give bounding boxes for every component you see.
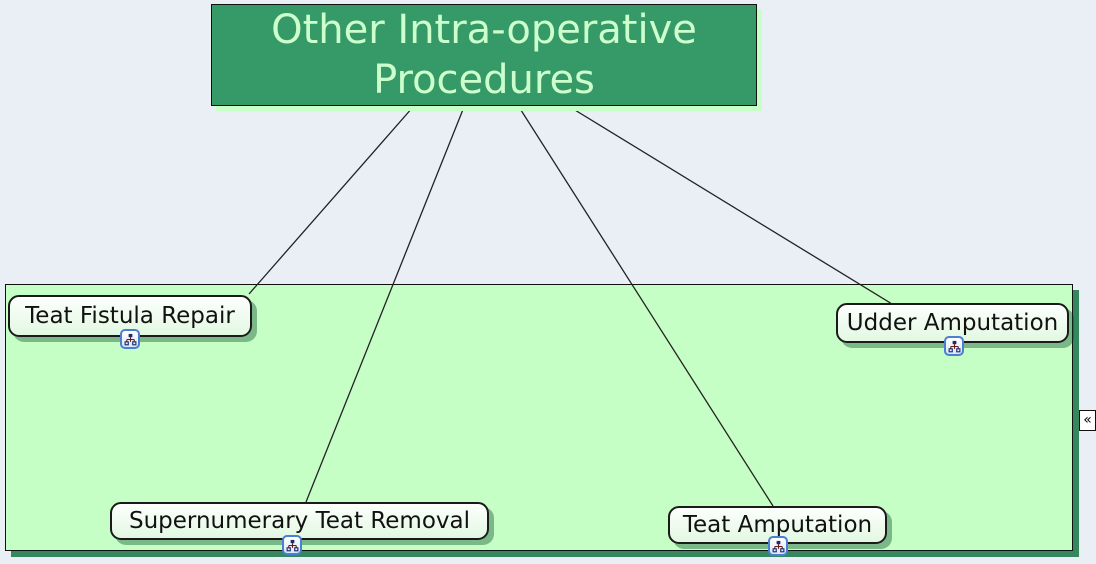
org-chart-icon[interactable] (768, 536, 788, 556)
org-chart-icon[interactable] (944, 336, 964, 356)
root-topic-label: Other Intra-operative Procedures (271, 7, 697, 103)
topic-label: Supernumerary Teat Removal (128, 508, 470, 534)
topic-label: Udder Amputation (846, 310, 1059, 336)
org-chart-icon[interactable] (282, 535, 302, 555)
collapse-button[interactable]: « (1079, 410, 1096, 431)
topic-label: Teat Fistula Repair (25, 303, 235, 329)
root-topic-node[interactable]: Other Intra-operative Procedures (211, 4, 757, 106)
org-chart-icon[interactable] (120, 329, 140, 349)
topic-label: Teat Amputation (682, 512, 873, 538)
topic-supernumerary-teat-removal[interactable]: Supernumerary Teat Removal (110, 502, 489, 540)
